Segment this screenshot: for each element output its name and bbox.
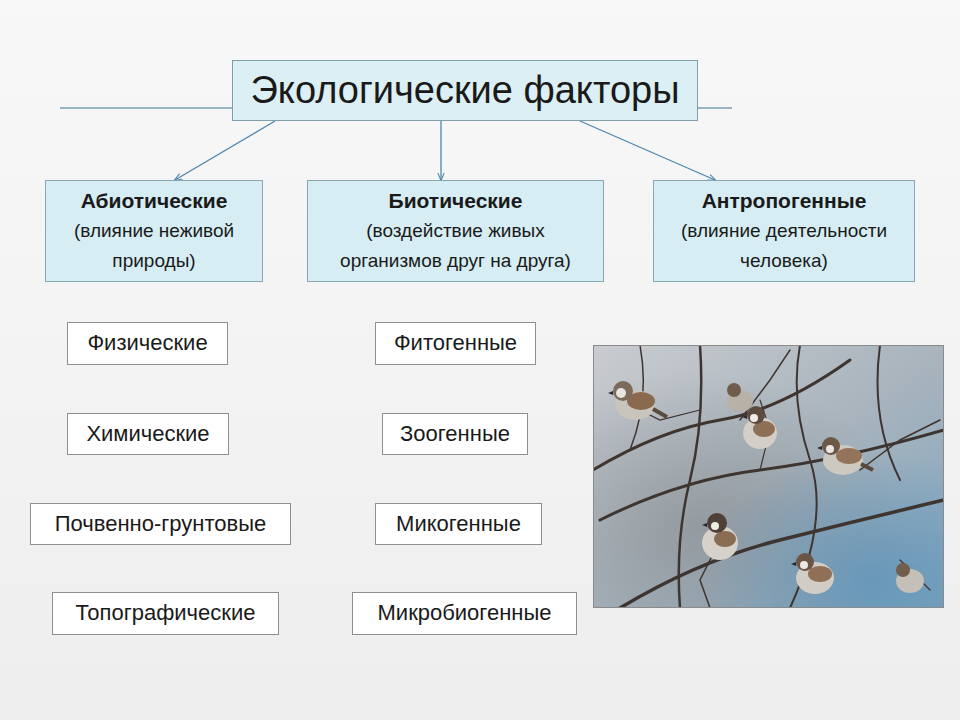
category-box: Биотические(воздействие живых организмов… [307, 180, 604, 282]
category-description: (воздействие живых организмов друг на др… [316, 216, 595, 275]
factor-box: Микробиогенные [352, 592, 577, 635]
factor-box: Почвенно-грунтовые [30, 503, 291, 545]
factor-label: Микогенные [396, 511, 521, 537]
factor-box: Зоогенные [382, 413, 528, 455]
arrow-connector [175, 121, 275, 180]
category-box: Антропогенные(влияние деятельности челов… [653, 180, 915, 282]
factor-label: Топографические [76, 600, 256, 626]
title-text: Экологические факторы [251, 70, 680, 112]
category-description: (влияние неживой природы) [54, 216, 254, 275]
category-heading: Биотические [389, 187, 523, 214]
factor-box: Микогенные [375, 503, 542, 545]
category-heading: Антропогенные [702, 187, 867, 214]
factor-box: Топографические [52, 592, 279, 635]
factor-box: Физические [67, 322, 228, 365]
category-heading: Абиотические [81, 187, 228, 214]
title-box: Экологические факторы [232, 60, 698, 121]
factor-box: Фитогенные [375, 322, 536, 365]
factor-label: Физические [87, 330, 207, 356]
category-description: (влияние деятельности человека) [662, 216, 906, 275]
factor-label: Фитогенные [394, 330, 517, 356]
arrow-connector [580, 121, 715, 180]
arrow-connector [440, 121, 441, 180]
sparrows-photo [593, 345, 944, 608]
factor-box: Химические [67, 413, 229, 455]
factor-label: Зоогенные [400, 421, 510, 447]
factor-label: Химические [86, 421, 209, 447]
factor-label: Почвенно-грунтовые [55, 511, 267, 537]
factor-label: Микробиогенные [378, 600, 552, 626]
category-box: Абиотические(влияние неживой природы) [45, 180, 263, 282]
